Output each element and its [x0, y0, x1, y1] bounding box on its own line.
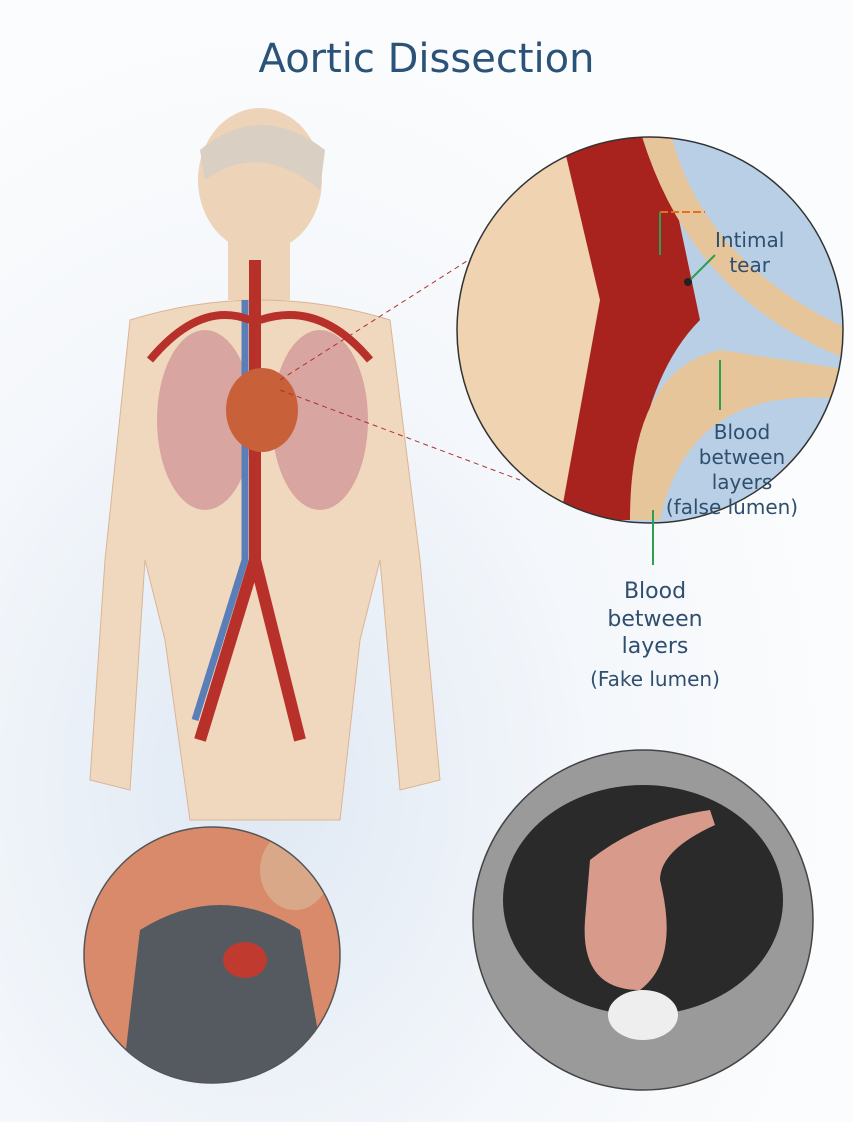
label-line: between — [607, 606, 703, 632]
label-line: Blood — [713, 420, 771, 444]
label-line: Intimal — [715, 228, 785, 252]
inset-blood-between-layers-label: Blood between layers (false lumen) — [666, 420, 812, 520]
label-line: layers — [621, 634, 689, 659]
intimal-tear-label: Intimal tear — [715, 228, 784, 278]
ct-scan-inset — [473, 750, 813, 1090]
label-line: between — [698, 445, 786, 469]
page-title: Aortic Dissection — [258, 36, 595, 82]
label-line: layers — [711, 470, 773, 494]
chest-pain-patient-inset — [84, 827, 340, 1083]
human-body-figure — [89, 108, 441, 821]
label-line: Blood — [623, 579, 687, 604]
label-line: (Fake lumen) — [590, 666, 720, 691]
blood-between-layers-label: Blood between layers (Fake lumen) — [565, 578, 745, 692]
label-line: (false lumen) — [665, 495, 799, 519]
label-line: tear — [729, 253, 770, 277]
aorta-cross-section-inset — [457, 137, 843, 523]
heart — [226, 368, 298, 452]
